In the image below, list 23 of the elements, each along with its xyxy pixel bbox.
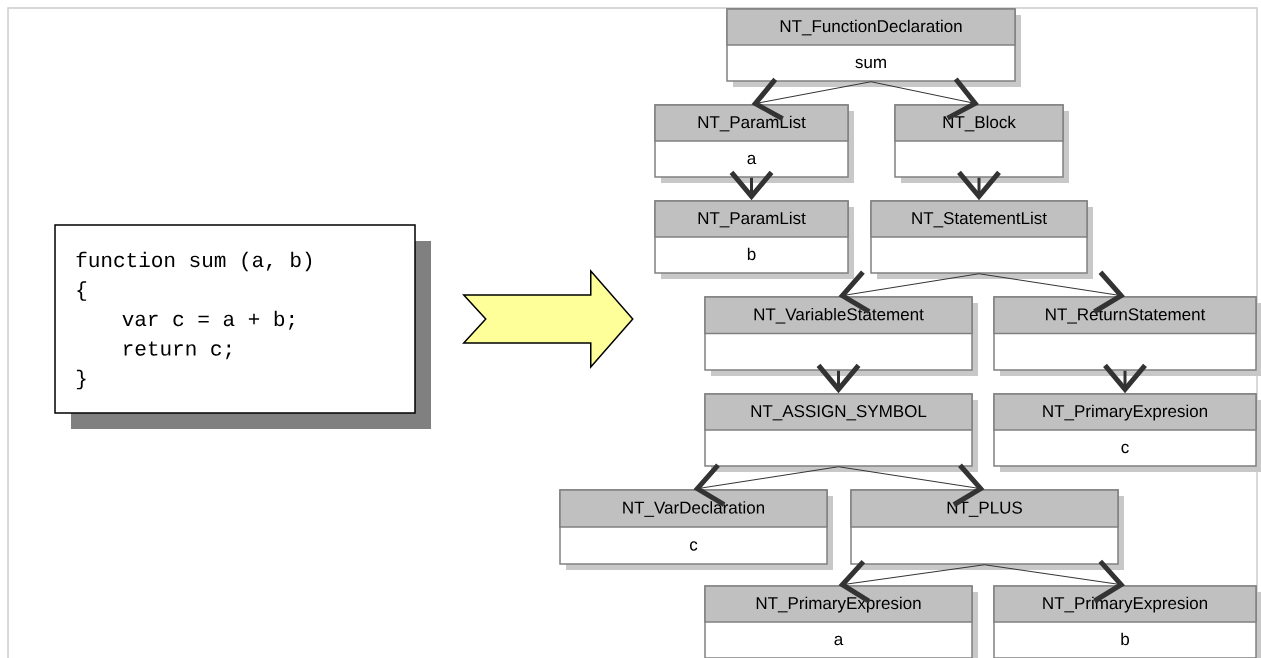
tree-node: NT_PrimaryExpresion a [704,585,978,658]
arrow [838,463,985,507]
tree-node: NT_PrimaryExpresion b [993,585,1261,658]
arrow [751,77,872,121]
tree-node: NT_VariableStatement [704,296,978,376]
arrow [870,77,979,121]
tree-node: NT_ASSIGN_SYMBOL [704,393,978,472]
code-box: function sum (a, b) { var c = a + b; return c; } [54,224,431,429]
arrow [838,559,985,604]
arrow [984,559,1125,604]
tree-node: NT_ReturnStatement [993,296,1261,376]
tree-node: NT_PrimaryExpresion c [993,393,1261,472]
block-arrow [462,269,634,369]
tree-node: NT_VarDeclaration c [559,489,833,570]
tree-node: NT_StatementList [870,200,1093,279]
arrow [693,463,839,507]
tree-node: NT_ParamList b [654,200,854,279]
arrow [978,270,1125,314]
tree-node: NT_FunctionDeclaration sum [726,8,1021,87]
tree-node: NT_Block [894,104,1069,183]
tree-node: NT_PLUS [850,489,1124,570]
arrow [838,270,980,314]
tree-node: NT_ParamList a [654,104,854,183]
